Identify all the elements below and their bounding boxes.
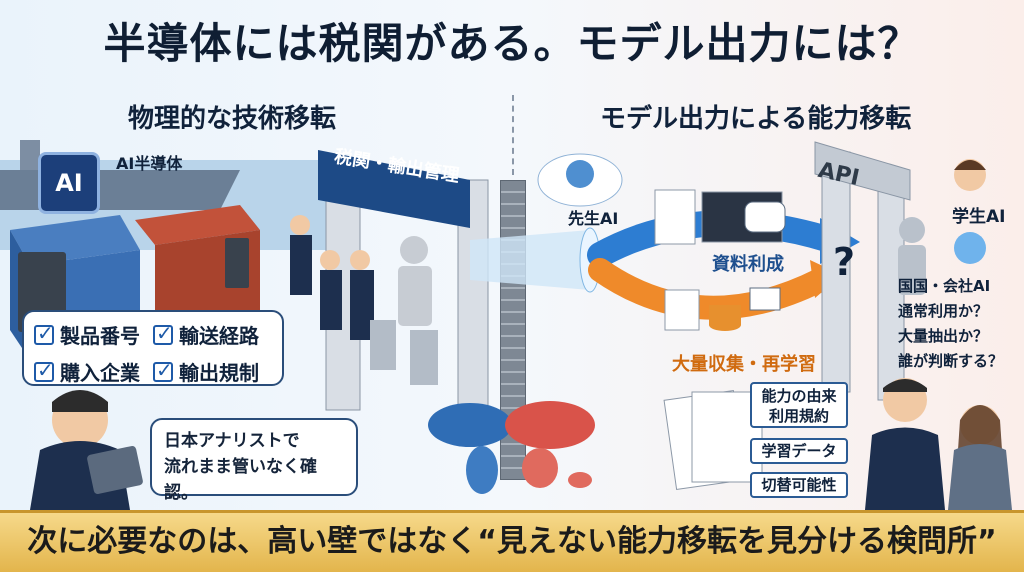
check-item: 購入企業 <box>34 357 153 386</box>
analyst-speech-bubble: 日本アナリストで 流れまま管いなく確認。 <box>150 418 358 503</box>
check-item: 輸出規制 <box>153 357 272 386</box>
page-title: 半導体には税関がある。モデル出力には？ <box>103 19 921 68</box>
chip-caption: AI半導体 <box>116 154 183 173</box>
flow-top-label: 資料利成 <box>712 254 784 275</box>
check-item: 輸送経路 <box>153 320 272 349</box>
checklist-bubble: 製品番号 輸送経路 購入企業 輸出規制 <box>22 310 284 386</box>
questions-text: 国国・会社AI 通常利用か？ 大量抽出か？ 誰が判断する？ <box>898 277 1004 370</box>
checkbox-icon <box>34 321 54 345</box>
check-item: 製品番号 <box>34 320 153 349</box>
footer-banner: 次に必要なのは、高い壁ではなく“見えない能力移転を見分ける検問所” <box>0 510 1024 572</box>
tag-capability-origin: 能力の由来 利用規約 <box>750 382 848 428</box>
ai-chip-label: AI <box>55 169 83 197</box>
world-map <box>428 401 595 494</box>
left-subtitle: 物理的な技術移転 <box>128 104 337 134</box>
teacher-ai-label: 先生AI <box>568 209 619 228</box>
flow-bottom-label: 大量収集・再学習 <box>672 354 816 375</box>
checkbox-icon <box>153 358 173 382</box>
student-ai-label: 学生AI <box>952 207 1006 227</box>
right-subtitle: モデル出力による能力移転 <box>600 104 912 134</box>
ai-chip-icon: AI <box>38 152 100 214</box>
tag-switchability: 切替可能性 <box>750 472 848 498</box>
capability-transfer-illustration <box>470 141 1012 510</box>
tag-training-data: 学習データ <box>750 438 848 464</box>
center-divider <box>512 95 514 175</box>
checkbox-icon <box>153 321 173 345</box>
question-mark: ? <box>833 240 856 284</box>
checkbox-icon <box>34 358 54 382</box>
